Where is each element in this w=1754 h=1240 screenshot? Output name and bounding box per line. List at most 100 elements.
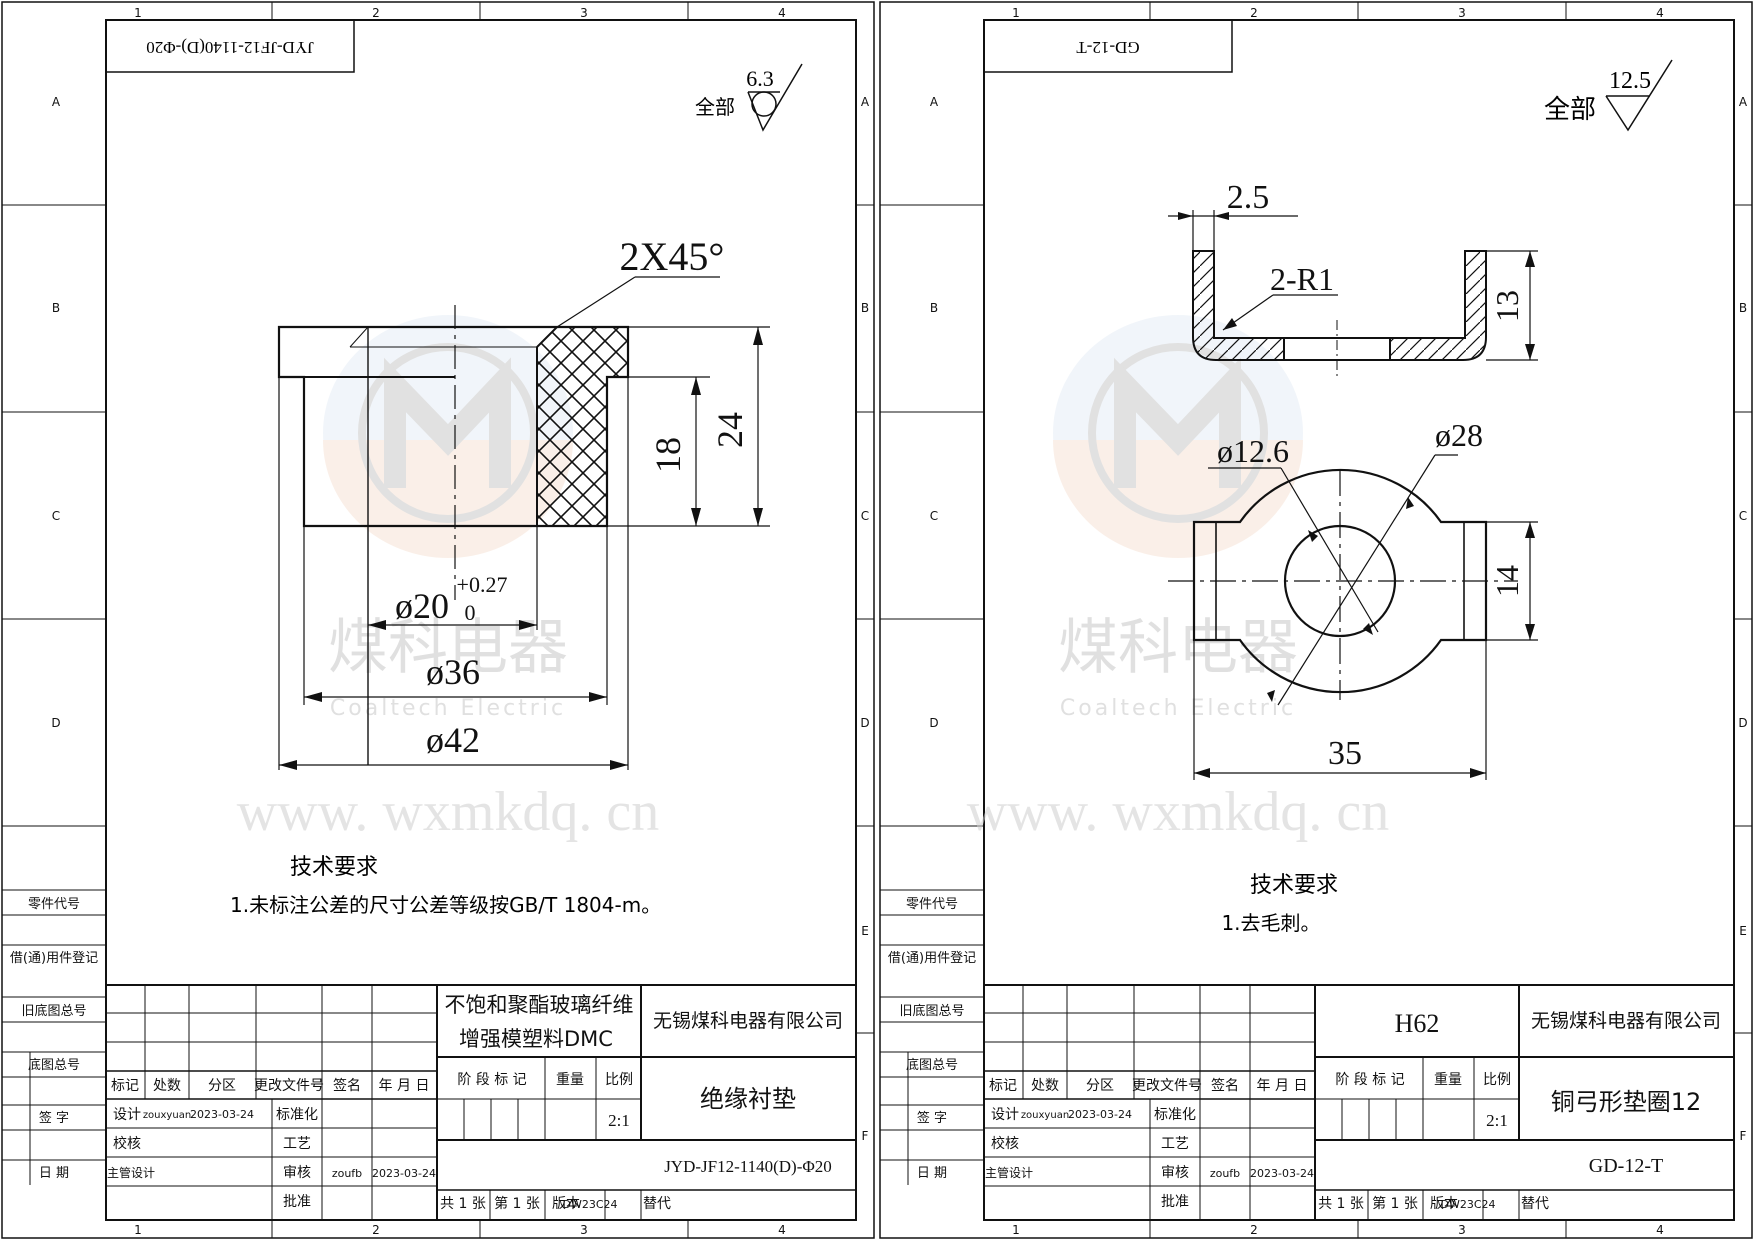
zone-col-4: 4 xyxy=(1656,6,1664,20)
tb-mark: 标记 xyxy=(989,1078,1017,1094)
watermark-en: Coaltech Electric xyxy=(1060,696,1296,721)
drawing-canvas: 1 2 3 4 1 2 3 4 A B C D A B C D E F 零件代号… xyxy=(879,1,1753,1239)
tb-scale-value: 2:1 xyxy=(1486,1111,1508,1130)
tb-review: 审核 xyxy=(1161,1165,1189,1181)
zone-col-1: 1 xyxy=(1012,6,1020,20)
dim-d36: ø36 xyxy=(426,652,480,692)
roughness-symbol: 全部 6.3 xyxy=(695,63,803,132)
dim-width-14: 14 xyxy=(1489,565,1525,597)
side-label-old-base: 旧底图总号 xyxy=(899,1003,964,1019)
side-label-borrow: 借(通)用件登记 xyxy=(888,951,976,966)
tb-sheet-no: 第 1 张 xyxy=(1372,1195,1418,1212)
tb-design: 设计 xyxy=(113,1107,141,1123)
washer-section-view xyxy=(1168,210,1538,380)
title-block xyxy=(983,984,1735,1221)
tb-material-line1: 不饱和聚酯玻璃纤维 xyxy=(445,993,634,1017)
zone-row-c-right: C xyxy=(1739,509,1747,523)
tech-item-1: 1.去毛刺。 xyxy=(1221,911,1320,935)
watermark-url: www. wxmkdq. cn xyxy=(967,781,1390,843)
tb-design-date: 2023-03-24 xyxy=(1068,1108,1132,1121)
zone-row-b-right: B xyxy=(1739,301,1747,315)
tb-approve: 批准 xyxy=(1161,1194,1189,1210)
dim-width-35: 35 xyxy=(1328,735,1362,772)
zone-row-a: A xyxy=(930,95,939,109)
tb-scale: 比例 xyxy=(605,1072,633,1088)
tb-std: 标准化 xyxy=(276,1107,318,1123)
dim-height-13: 13 xyxy=(1489,290,1525,322)
tb-sheets: 共 1 张 xyxy=(1318,1196,1364,1212)
dim-height-18: 18 xyxy=(648,437,688,473)
dim-height-24: 24 xyxy=(710,412,750,448)
zone-col-2-bottom: 2 xyxy=(1250,1223,1258,1237)
tb-version-label: 版本 xyxy=(1430,1196,1458,1212)
tb-designer: zouxyuan xyxy=(1021,1110,1069,1121)
side-label-old-base: 旧底图总号 xyxy=(21,1003,86,1019)
tb-approve: 批准 xyxy=(283,1194,311,1210)
tb-zone: 分区 xyxy=(1086,1078,1114,1094)
zone-row-f-right: F xyxy=(1740,1129,1747,1143)
tb-weight: 重量 xyxy=(1434,1072,1462,1088)
tb-review-date: 2023-03-24 xyxy=(1250,1167,1314,1180)
watermark-url: www. wxmkdq. cn xyxy=(237,781,660,843)
tb-part-name: 铜弓形垫圈12 xyxy=(1551,1088,1702,1116)
tb-design-date: 2023-03-24 xyxy=(190,1108,254,1121)
tb-material-line2: 增强模塑料DMC xyxy=(459,1027,613,1051)
tech-item-1: 1.未标注公差的尺寸公差等级按GB/T 1804-m。 xyxy=(230,893,661,917)
zone-row-d: D xyxy=(51,716,60,730)
side-label-signature: 签 字 xyxy=(39,1110,69,1126)
zone-col-1-bottom: 1 xyxy=(134,1223,142,1237)
title-block xyxy=(105,984,857,1221)
zone-row-a-right: A xyxy=(861,95,870,109)
tech-title: 技术要求 xyxy=(290,855,378,880)
code-box-text: GD-12-T xyxy=(1076,38,1140,57)
side-label-borrow: 借(通)用件登记 xyxy=(10,951,98,966)
tb-check: 校核 xyxy=(113,1135,141,1152)
dim-thickness: 2.5 xyxy=(1227,179,1270,216)
tb-doc: 更改文件号 xyxy=(254,1078,324,1094)
zone-row-a: A xyxy=(52,95,61,109)
zone-col-4-bottom: 4 xyxy=(1656,1223,1664,1237)
tb-lead: 主管设计 xyxy=(107,1165,155,1180)
side-label-date: 日 期 xyxy=(39,1166,69,1181)
roughness-value: 12.5 xyxy=(1609,68,1651,94)
tb-reviewer: zoufb xyxy=(1210,1167,1240,1180)
tb-date: 年 月 日 xyxy=(379,1078,430,1094)
zone-col-2-bottom: 2 xyxy=(372,1223,380,1237)
tb-replace: 替代 xyxy=(643,1196,671,1212)
zone-col-1: 1 xyxy=(134,6,142,20)
tb-sign: 签名 xyxy=(333,1077,361,1094)
washer-plan-view xyxy=(1168,454,1538,780)
side-label-part-code: 零件代号 xyxy=(28,897,80,912)
tb-part-name: 绝缘衬垫 xyxy=(700,1085,796,1113)
zone-row-c-right: C xyxy=(861,509,869,523)
zone-row-e-right: E xyxy=(1739,924,1747,938)
tb-reviewer: zoufb xyxy=(332,1167,362,1180)
tb-scale-value: 2:1 xyxy=(608,1111,630,1130)
zone-col-4-bottom: 4 xyxy=(778,1223,786,1237)
tb-mark: 标记 xyxy=(111,1078,139,1094)
dim-d28: ø28 xyxy=(1435,417,1483,453)
zone-col-1-bottom: 1 xyxy=(1012,1223,1020,1237)
zone-row-d-right: D xyxy=(1738,716,1747,730)
zone-col-2: 2 xyxy=(372,6,380,20)
dim-bore-d20: ø20 xyxy=(395,586,449,626)
zone-col-3: 3 xyxy=(1458,6,1466,20)
tb-count: 处数 xyxy=(1031,1078,1059,1094)
roughness-prefix: 全部 xyxy=(695,95,735,119)
tb-std: 标准化 xyxy=(1154,1107,1196,1123)
tb-design: 设计 xyxy=(991,1107,1019,1123)
side-label-signature: 签 字 xyxy=(917,1110,947,1126)
side-label-part-code: 零件代号 xyxy=(906,897,958,912)
zone-col-3: 3 xyxy=(580,6,588,20)
tb-company: 无锡煤科电器有限公司 xyxy=(653,1010,843,1032)
zone-row-b-right: B xyxy=(861,301,869,315)
code-box xyxy=(983,19,1233,73)
zone-row-c: C xyxy=(930,509,938,523)
tb-doc: 更改文件号 xyxy=(1132,1078,1202,1094)
tb-replace: 替代 xyxy=(1521,1196,1549,1212)
zone-row-d-right: D xyxy=(860,716,869,730)
tb-zone: 分区 xyxy=(208,1078,236,1094)
side-label-date: 日 期 xyxy=(917,1166,947,1181)
tech-title: 技术要求 xyxy=(1250,873,1338,898)
dim-d42: ø42 xyxy=(426,720,480,760)
